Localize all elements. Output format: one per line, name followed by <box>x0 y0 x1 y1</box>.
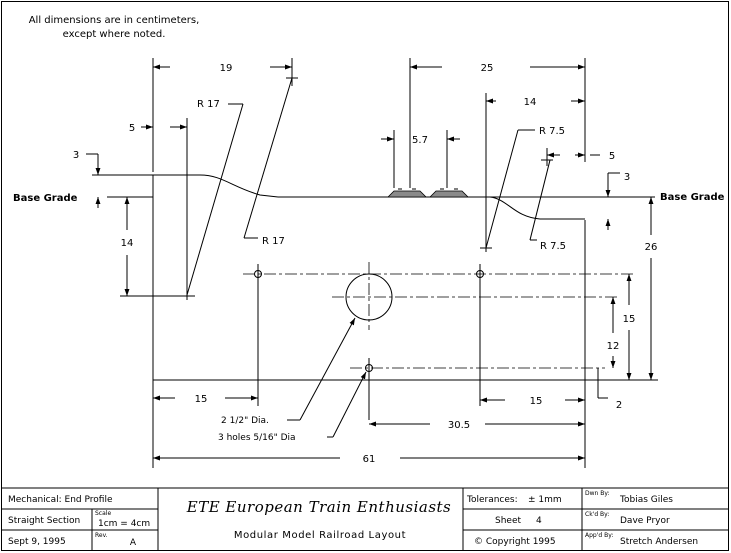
note-line-2: except where noted. <box>63 29 166 40</box>
dim-15-right: 15 <box>623 314 636 325</box>
dim-25: 25 <box>481 63 494 74</box>
checked-by-caption: Ck'd By: <box>585 511 609 518</box>
title-block <box>2 487 729 550</box>
note-line-1: All dimensions are in centimeters, <box>29 15 200 26</box>
checked-by: Dave Pryor <box>620 516 670 526</box>
hole-leader-small <box>332 371 367 438</box>
tolerances-label: Tolerances: <box>466 495 518 505</box>
small-hole-bottom <box>365 364 373 372</box>
large-hole-callout: 2 1/2" Dia. <box>221 416 269 426</box>
dim-15-bottom: 15 <box>530 396 543 407</box>
title-block-mechanical: Mechanical: End Profile <box>8 495 113 505</box>
drawn-by: Tobias Giles <box>619 495 673 505</box>
drawn-by-caption: Dwn By: <box>585 490 610 497</box>
radius-r17-bottom: R 17 <box>262 236 285 247</box>
radius-leaders <box>186 77 551 296</box>
dim-5-right: 5 <box>609 151 615 162</box>
dim-14-left: 14 <box>121 238 134 249</box>
title-block-date: Sept 9, 1995 <box>8 537 66 547</box>
title-block-rev: A <box>130 538 137 548</box>
small-holes-callout: 3 holes 5/16" Dia <box>218 433 296 443</box>
dim-14-top: 14 <box>524 97 537 108</box>
title-block-scale: 1cm = 4cm <box>98 519 150 529</box>
dim-19: 19 <box>220 63 233 74</box>
radius-r75-bottom: R 7.5 <box>540 241 566 252</box>
dim-61: 61 <box>363 454 376 465</box>
small-hole-right <box>476 270 484 278</box>
drawing-subtitle: Modular Model Railroad Layout <box>234 530 406 541</box>
dim-26: 26 <box>645 242 658 253</box>
track-profile-right <box>429 188 469 198</box>
copyright: © Copyright 1995 <box>474 537 556 547</box>
large-hole <box>345 273 393 321</box>
radius-r17-top: R 17 <box>197 99 220 110</box>
approved-by: Stretch Andersen <box>620 537 698 547</box>
tolerances-value: ± 1mm <box>528 495 562 505</box>
hole-leader-large <box>299 317 356 421</box>
dimension-lines <box>86 58 658 468</box>
sheet-number: 4 <box>536 516 542 526</box>
base-grade-label-left: Base Grade <box>13 193 78 204</box>
radius-r75-top: R 7.5 <box>539 126 565 137</box>
dim-2: 2 <box>616 400 622 411</box>
sheet-label: Sheet <box>495 516 521 526</box>
drawing-title: ETE European Train Enthusiasts <box>186 498 452 516</box>
dim-5-left: 5 <box>129 123 135 134</box>
title-block-section: Straight Section <box>8 516 80 526</box>
small-hole-left <box>254 270 262 278</box>
title-block-rev-caption: Rev. <box>95 532 108 539</box>
dim-5-7: 5.7 <box>412 135 428 146</box>
dim-3-left: 3 <box>73 150 79 161</box>
base-grade-label-right: Base Grade <box>660 192 725 203</box>
dim-12: 12 <box>607 341 620 352</box>
track-profile-left <box>387 188 427 198</box>
hole-centerlines <box>243 262 635 420</box>
title-block-scale-caption: Scale <box>95 510 111 517</box>
dim-30-5: 30.5 <box>448 420 470 431</box>
approved-by-caption: App'd By: <box>585 532 613 539</box>
dim-3-right: 3 <box>624 172 630 183</box>
dim-15-left: 15 <box>195 394 208 405</box>
